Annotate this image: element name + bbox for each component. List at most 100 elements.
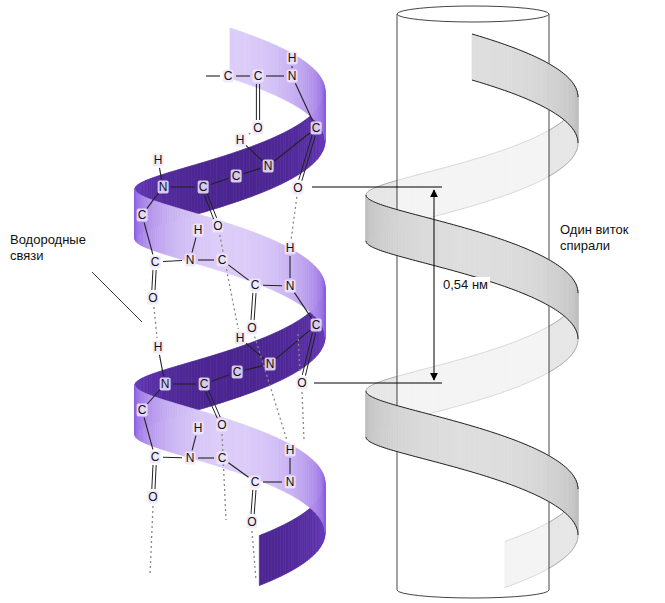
ribbon-edge: [573, 325, 574, 327]
ribbon-edge: [576, 148, 577, 150]
ribbon-edge: [367, 393, 369, 395]
ribbon-front: [198, 410, 201, 461]
ribbon-front: [404, 211, 407, 258]
ribbon-edge: [534, 494, 537, 495]
ribbon-front: [172, 206, 175, 257]
ribbon-front: [256, 233, 259, 284]
ribbon-front: [262, 432, 265, 483]
bond-line: [244, 168, 261, 173]
ribbon-edge: [487, 38, 491, 39]
ribbon-edge: [558, 311, 560, 312]
ribbon-front: [494, 237, 498, 284]
ribbon-edge: [573, 350, 575, 352]
ribbon-edge: [366, 391, 367, 393]
ribbon-edge: [432, 461, 435, 463]
ribbon-edge: [569, 552, 570, 554]
ribbon-edge: [371, 188, 372, 190]
ribbon-front: [256, 429, 259, 480]
ribbon-edge: [573, 84, 575, 86]
ribbon-edge: [498, 42, 502, 43]
atom-letter: O: [216, 419, 227, 432]
ribbon-front: [472, 426, 476, 473]
ribbon-edge: [404, 407, 407, 409]
ribbon-edge: [543, 452, 546, 453]
ribbon-edge: [553, 322, 555, 323]
ribbon-front: [262, 40, 265, 91]
ribbon-edge: [551, 128, 553, 129]
ribbon-front: [275, 241, 278, 292]
callout-label: Один виток спирали: [560, 222, 655, 254]
bond-line: [198, 457, 214, 458]
ribbon-edge: [483, 475, 487, 476]
ribbon-edge: [465, 228, 469, 229]
ribbon-edge: [457, 272, 461, 273]
ribbon-edge: [566, 555, 568, 557]
ribbon-front: [490, 236, 494, 283]
ribbon-edge: [429, 460, 432, 462]
ribbon-edge: [556, 321, 558, 322]
ribbon-front: [367, 394, 369, 441]
bond-line: [163, 260, 182, 261]
ribbon-edge: [380, 380, 382, 382]
atom-letter: N: [185, 254, 196, 267]
ribbon-edge: [564, 512, 566, 514]
ribbon-front: [490, 432, 494, 479]
ribbon-front: [439, 221, 443, 268]
ribbon-edge: [577, 530, 578, 532]
ribbon-edge: [366, 241, 367, 243]
ribbon-front: [450, 224, 454, 271]
double-bond-line: [155, 270, 156, 290]
ribbon-edge: [450, 223, 454, 225]
ribbon-edge: [391, 207, 393, 209]
atom-letter: H: [285, 242, 296, 255]
ribbon-edge: [498, 434, 502, 435]
ribbon-edge: [548, 501, 551, 502]
ribbon-edge: [575, 347, 577, 349]
ribbon-edge: [569, 274, 570, 276]
ribbon-edge: [576, 91, 577, 93]
ribbon-edge: [556, 171, 558, 172]
ribbon-edge: [546, 500, 549, 501]
ribbon-front: [537, 58, 540, 105]
ribbon-edge: [534, 252, 537, 253]
ribbon-front: [240, 423, 243, 474]
ribbon-edge: [454, 421, 458, 422]
ribbon-edge: [518, 96, 521, 97]
ribbon-edge: [508, 92, 511, 93]
ribbon-edge: [562, 314, 564, 316]
ribbon-front: [393, 208, 396, 255]
ribbon-edge: [436, 265, 439, 267]
ribbon-edge: [505, 44, 508, 45]
ribbon-edge: [377, 203, 379, 205]
ribbon-edge: [366, 196, 367, 198]
ribbon-edge: [553, 112, 555, 113]
ribbon-edge: [512, 289, 515, 290]
bond-line: [206, 75, 220, 76]
ribbon-edge: [556, 506, 558, 507]
ribbon-edge: [446, 222, 450, 224]
ribbon-front: [180, 405, 183, 456]
ribbon-edge: [564, 165, 566, 167]
ribbon-edge: [374, 397, 375, 399]
ribbon-edge: [531, 297, 534, 298]
ribbon-front: [468, 229, 472, 276]
ribbon-front: [174, 403, 177, 454]
ribbon-edge: [443, 417, 447, 419]
ribbon-edge: [537, 450, 540, 451]
ribbon-edge: [572, 473, 573, 475]
ribbon-edge: [573, 279, 574, 281]
ribbon-edge: [369, 190, 371, 192]
ribbon-front: [551, 65, 553, 112]
ribbon-edge: [498, 480, 502, 481]
ribbon-edge: [479, 474, 483, 475]
ribbon-front: [577, 291, 578, 339]
ribbon-edge: [558, 561, 560, 562]
ribbon-back: [296, 125, 298, 176]
ribbon-back: [194, 360, 197, 411]
ribbon-edge: [564, 74, 566, 76]
ribbon-edge: [483, 83, 487, 84]
ribbon-edge: [575, 151, 577, 153]
double-bond-line: [206, 392, 218, 418]
ribbon-front: [525, 248, 528, 295]
ribbon-front: [540, 59, 543, 106]
